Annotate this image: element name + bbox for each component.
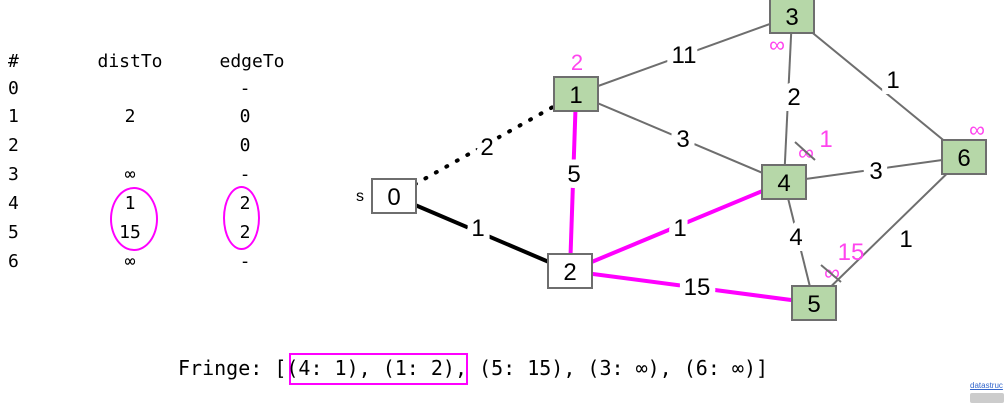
node-3 [769, 0, 815, 34]
annotation-node-5: 15 [838, 239, 865, 266]
fringe-label: Fringe: [ [178, 356, 287, 380]
annotation-node-6: ∞ [969, 117, 985, 142]
table-cell-dist: ∞ [124, 164, 136, 185]
edge-1-4 [575, 93, 785, 183]
source-label: s [356, 188, 364, 205]
annotation-node-1: 2 [571, 50, 583, 75]
edge-5-6 [813, 156, 965, 304]
edge-weight-2-4: 1 [673, 215, 686, 242]
edge-2-5 [569, 269, 815, 305]
node-6 [941, 139, 987, 175]
edge-weight-2-5: 15 [684, 274, 711, 301]
annotation-node-4: 1 [819, 126, 832, 153]
table-cell-edge: - [239, 78, 251, 99]
node-label-3: 3 [785, 4, 798, 31]
edge-weight-0-1: 2 [480, 134, 493, 161]
node-1 [553, 76, 599, 112]
edge-weight-4-5: 4 [789, 224, 802, 251]
edge-4-6 [783, 156, 965, 183]
fringe-rest: , (5: 15), (3: ∞), (6: ∞)] [454, 356, 769, 380]
credit-link[interactable]: datastruc [970, 381, 1003, 390]
table-cell-v: 2 [8, 135, 19, 156]
node-label-5: 5 [807, 291, 820, 318]
edge-weight-1-2: 5 [567, 161, 580, 188]
annotation-node-3: ∞ [769, 32, 785, 57]
header-edgeTo: edgeTo [219, 51, 285, 72]
table-cell-v: 0 [8, 78, 19, 99]
node-label-1: 1 [569, 82, 582, 109]
table-cell-dist: ∞ [124, 251, 136, 272]
table-cell-edge: - [239, 164, 251, 185]
edge-weight-3-4: 2 [787, 84, 800, 111]
table-cell-dist: 2 [124, 106, 136, 127]
node-0 [371, 178, 417, 214]
header-vertex: # [8, 51, 19, 72]
table-cell-edge: - [239, 251, 251, 272]
node-5 [791, 285, 837, 321]
strike-line [794, 141, 816, 161]
edge-4-5 [783, 181, 815, 304]
edge-weight-1-3: 11 [672, 42, 697, 69]
edge-1-3 [575, 15, 793, 95]
cc-license-icon [970, 393, 1004, 403]
node-label-0: 0 [387, 184, 400, 211]
highlight-ellipse-edgeTo [223, 186, 260, 250]
node-2 [547, 253, 593, 289]
edge-2-4 [569, 180, 785, 273]
edge-3-4 [783, 15, 793, 183]
highlight-ellipse-distTo [110, 187, 158, 251]
node-4 [761, 164, 807, 200]
fringe-highlighted: (4: 1), (1: 2) [286, 356, 455, 380]
table-cell-v: 6 [8, 251, 19, 272]
table-cell-v: 4 [8, 193, 19, 214]
edge-0-2 [393, 194, 571, 273]
fringe: Fringe: [(4: 1), (1: 2), (5: 15), (3: ∞)… [178, 356, 768, 380]
edge-0-1 [392, 92, 578, 198]
table-cell-v: 1 [8, 106, 19, 127]
header-distTo: distTo [97, 51, 163, 72]
edge-weight-1-4: 3 [676, 126, 689, 153]
edge-1-2 [568, 93, 578, 272]
node-label-4: 4 [777, 170, 790, 197]
edge-weight-5-6: 1 [899, 226, 912, 253]
table-cell-v: 5 [8, 222, 19, 243]
node-label-2: 2 [563, 259, 576, 286]
edge-weight-0-2: 1 [471, 215, 484, 242]
fringe-highlight-box [289, 353, 468, 385]
edge-3-6 [791, 15, 965, 158]
table-cell-edge: 0 [239, 135, 251, 156]
table-cell-v: 3 [8, 164, 19, 185]
strike-line [820, 264, 842, 283]
edge-weight-4-6: 3 [869, 158, 882, 185]
node-label-6: 6 [957, 145, 970, 172]
edge-weight-3-6: 1 [886, 67, 899, 94]
table-cell-edge: 0 [239, 106, 251, 127]
